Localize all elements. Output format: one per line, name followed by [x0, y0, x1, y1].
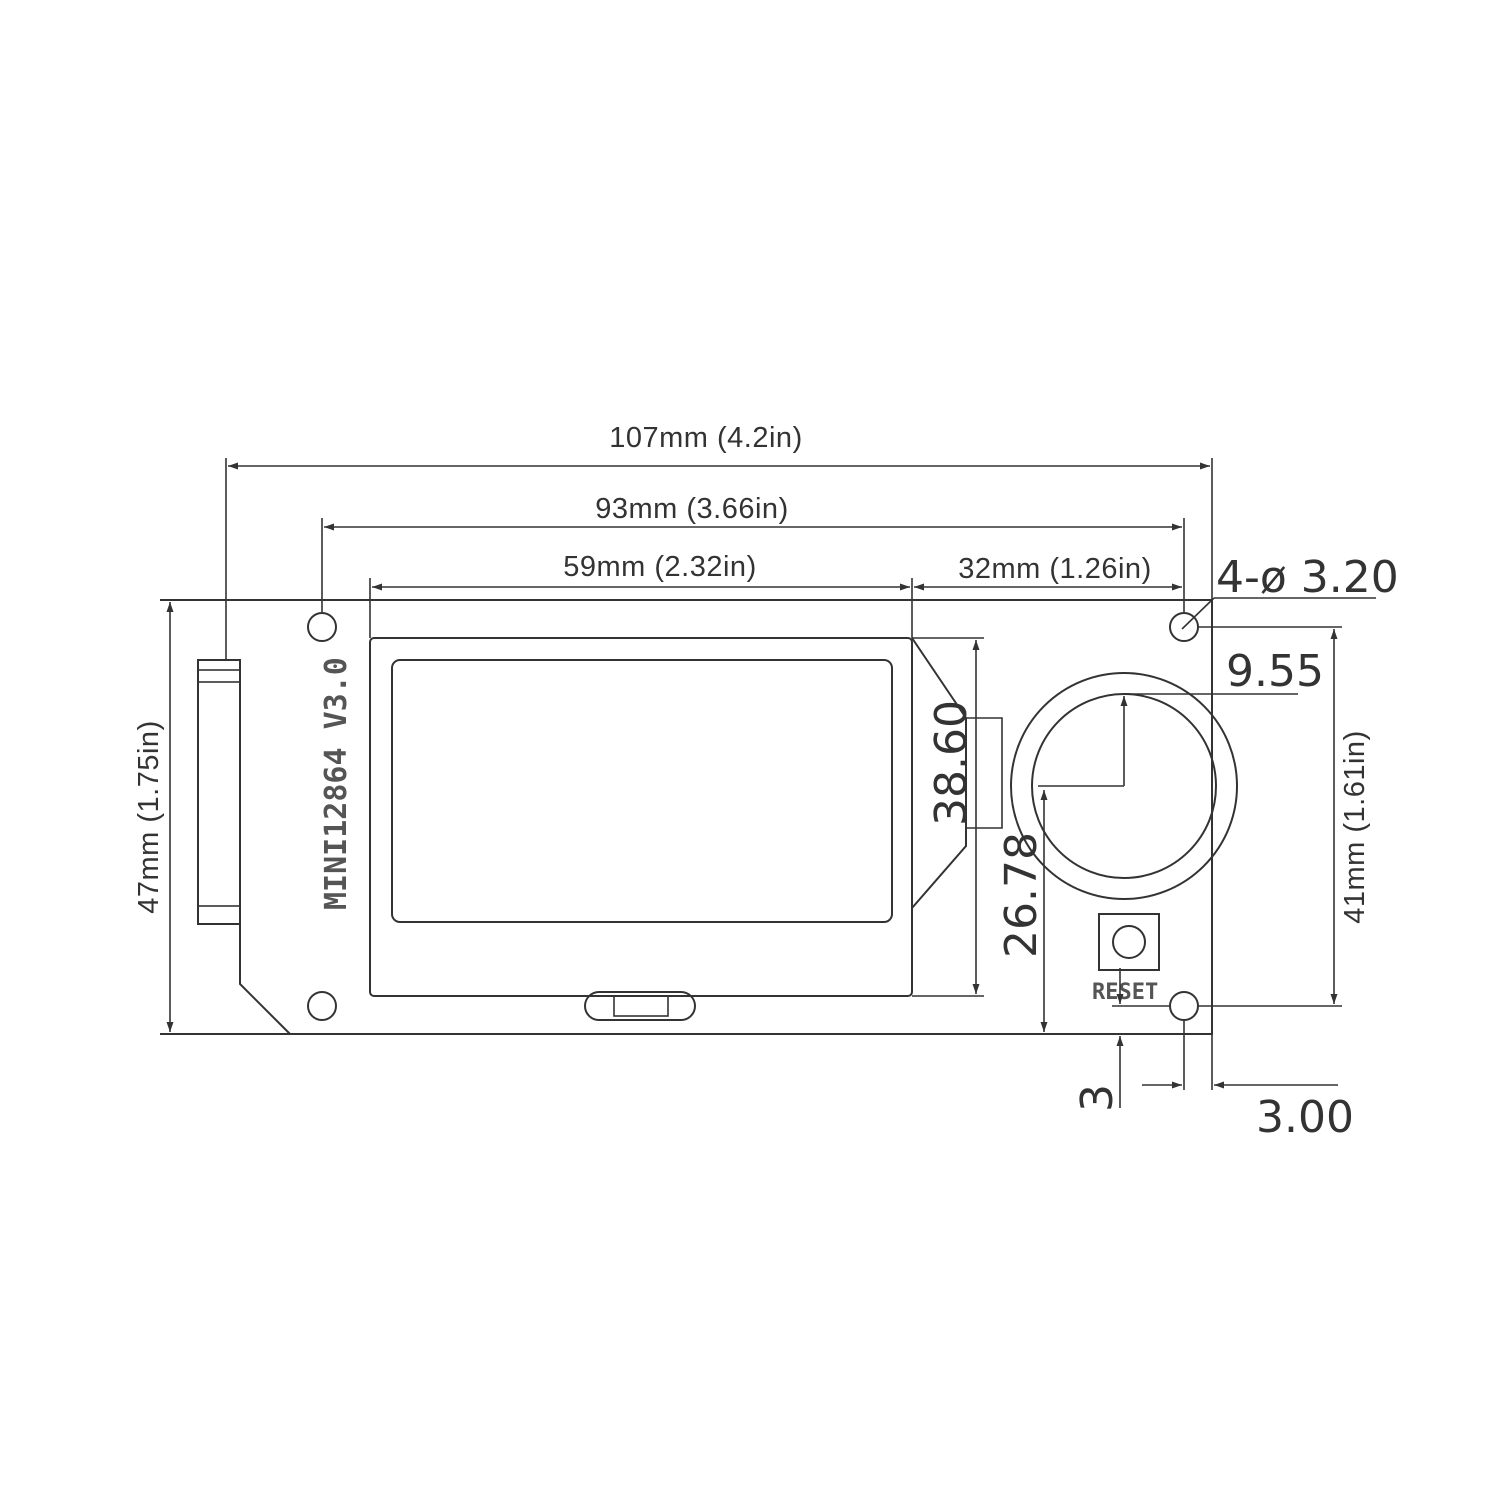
- dim-encoder-radius-label: 9.55: [1226, 646, 1324, 697]
- dim-hole-spacing-height-label: 41mm (1.61in): [1339, 730, 1371, 923]
- reset-label: RESET: [1092, 980, 1158, 1005]
- dim-encoder-center-height: 26.78: [996, 790, 1048, 1032]
- dim-hole-spacing-width-label: 93mm (3.66in): [595, 493, 788, 525]
- dim-hole-diameter: 4-ø 3.20: [1181, 552, 1399, 630]
- silkscreen-label: MINI12864 V3.0: [319, 657, 354, 910]
- lcd-latch: [584, 991, 696, 1021]
- dim-encoder-center-height-label: 26.78: [996, 832, 1047, 958]
- dim-lcd-width: 59mm (2.32in): [369, 551, 913, 638]
- mounting-holes: [307, 612, 1199, 1021]
- dim-overall-width-label: 107mm (4.2in): [609, 422, 802, 454]
- dim-overall-width: 107mm (4.2in): [225, 422, 1213, 660]
- dim-encoder-radius: 9.55: [1038, 646, 1324, 787]
- pcb-board: [160, 599, 1213, 1035]
- dim-lcd-width-label: 59mm (2.32in): [563, 551, 756, 583]
- dim-lcd-height: 38.60: [912, 637, 984, 997]
- dim-encoder-section-width-label: 32mm (1.26in): [958, 553, 1151, 585]
- dim-hole-spacing-width: 93mm (3.66in): [321, 493, 1185, 612]
- dim-overall-height-label: 47mm (1.75in): [133, 720, 165, 913]
- dim-hole-offset-side: 3.00: [1142, 1020, 1354, 1143]
- dim-hole-offset-bottom: 3: [1072, 968, 1170, 1112]
- dim-hole-spacing-height: 41mm (1.61in): [1198, 626, 1371, 1007]
- encoder-outer-ring: [1010, 672, 1238, 900]
- mounting-hole-bottom-right: [1169, 991, 1199, 1021]
- lcd-module: [369, 637, 1003, 1021]
- dim-lcd-height-label: 38.60: [926, 700, 977, 826]
- dim-encoder-section-width: 32mm (1.26in): [914, 553, 1182, 591]
- side-connector: [197, 659, 241, 925]
- reset-button: RESET: [1092, 913, 1160, 1005]
- dim-overall-height: 47mm (1.75in): [133, 602, 174, 1032]
- mounting-hole-top-left: [307, 612, 337, 642]
- lcd-screen: [391, 659, 893, 923]
- mounting-hole-bottom-left: [307, 991, 337, 1021]
- dim-hole-offset-side-label: 3.00: [1256, 1092, 1354, 1143]
- dim-hole-diameter-label: 4-ø 3.20: [1216, 552, 1399, 603]
- dim-hole-offset-bottom-label: 3: [1072, 1084, 1123, 1112]
